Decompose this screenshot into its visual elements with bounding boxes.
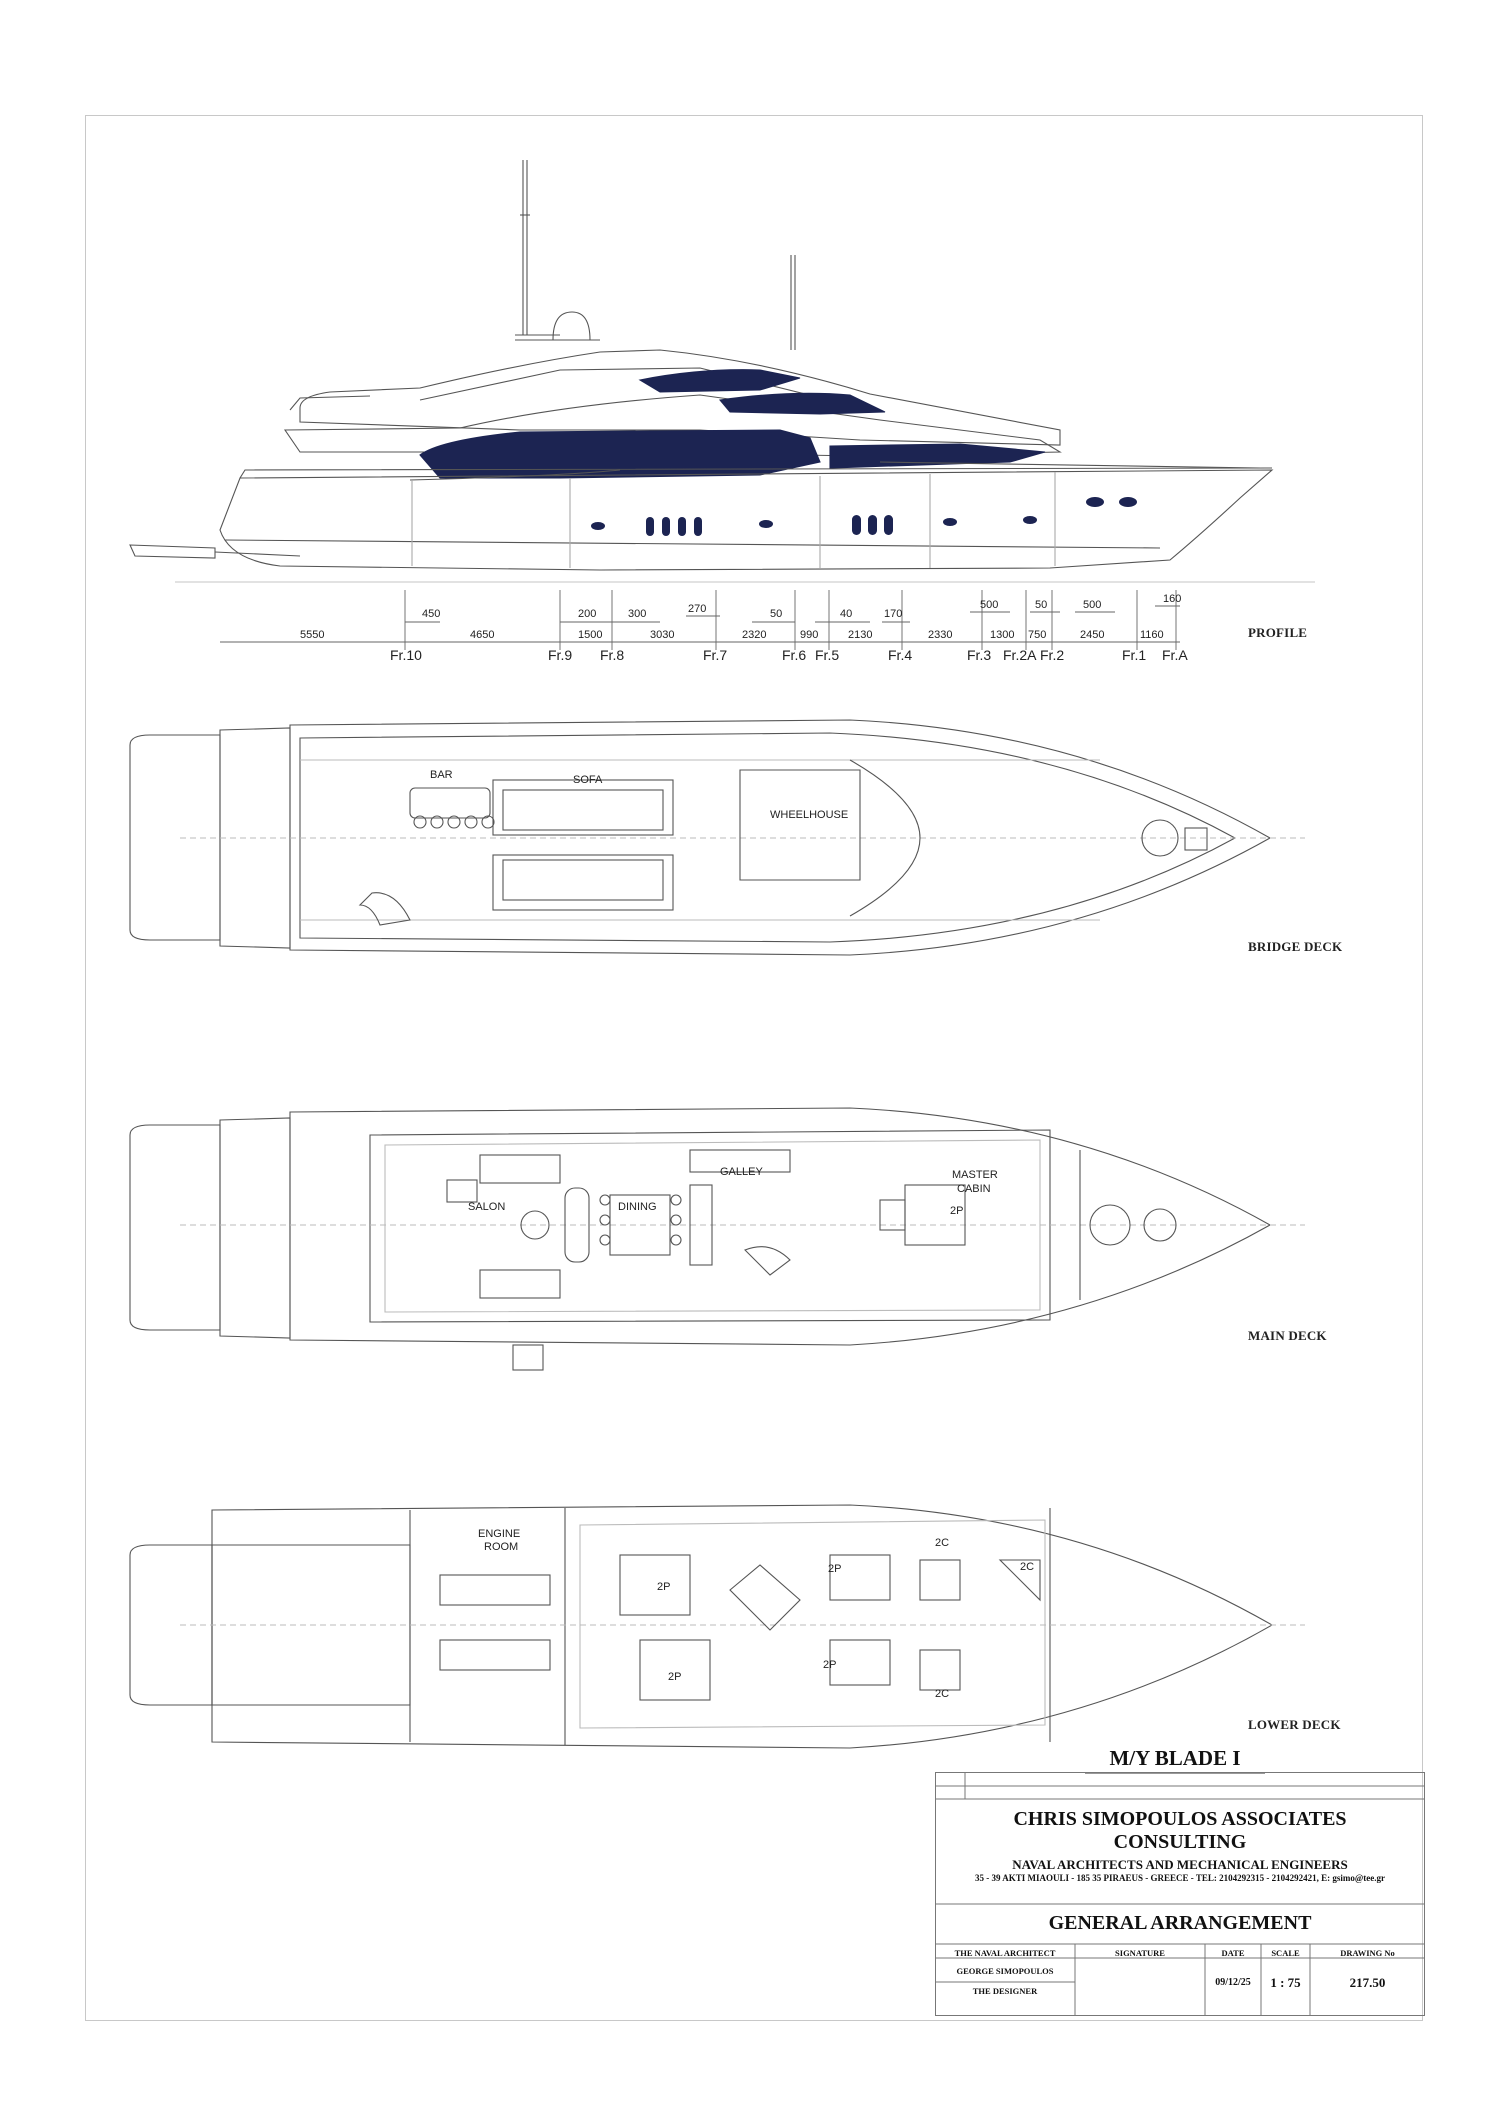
room-master-1: MASTER	[952, 1169, 998, 1181]
room-galley: GALLEY	[720, 1166, 763, 1178]
bridge-deck-view	[129, 719, 1305, 956]
room-cabin-g: 2C	[935, 1688, 949, 1700]
dim-lower-2: 1500	[578, 629, 602, 641]
view-label-profile: PROFILE	[1248, 625, 1308, 640]
profile-view	[129, 160, 1315, 583]
room-salon: SALON	[468, 1201, 505, 1213]
room-cabin-d: 2P	[823, 1659, 836, 1671]
frame-label-0: Fr.10	[390, 647, 422, 663]
firm-name-line2: CONSULTING	[1113, 1831, 1247, 1853]
room-labels: BAR SOFA WHEELHOUSE SALON DINING GALLEY …	[430, 769, 1034, 1700]
room-engine-1: ENGINE	[478, 1528, 520, 1540]
frame-label-8: Fr.2A	[1003, 647, 1037, 663]
col-naval-architect: THE NAVAL ARCHITECT	[954, 1948, 1056, 1958]
dim-upper-0: 450	[422, 608, 440, 620]
dim-lower-7: 2330	[928, 629, 952, 641]
col-date: DATE	[1221, 1948, 1245, 1958]
firm-name-line3: NAVAL ARCHITECTS AND MECHANICAL ENGINEER…	[1012, 1857, 1348, 1872]
hardtop-glass	[638, 369, 801, 393]
room-master-2: CABIN	[957, 1183, 991, 1195]
room-sofa: SOFA	[573, 774, 603, 786]
dim-lower-11: 1160	[1140, 629, 1164, 641]
dim-upper-4: 50	[770, 608, 782, 620]
room-cabin-c: 2P	[828, 1563, 841, 1575]
room-dining: DINING	[618, 1201, 657, 1213]
room-engine-2: ROOM	[484, 1541, 518, 1553]
dim-upper-9: 500	[1083, 599, 1101, 611]
dim-lower-10: 2450	[1080, 629, 1104, 641]
room-cabin-a: 2P	[657, 1581, 670, 1593]
col-signature: SIGNATURE	[1115, 1948, 1165, 1958]
dim-upper-3: 270	[688, 603, 706, 615]
lower-deck-view	[129, 1504, 1305, 1749]
title-block-grid	[935, 1772, 1425, 2016]
dim-upper-2: 300	[628, 608, 646, 620]
frame-labels: Fr.10 Fr.9 Fr.8 Fr.7 Fr.6 Fr.5 Fr.4 Fr.3…	[390, 647, 1188, 663]
view-label-main-deck: MAIN DECK	[1248, 1328, 1327, 1343]
drawing-sheet-border	[85, 115, 1423, 2021]
dim-upper-1: 200	[578, 608, 596, 620]
room-cabin-b: 2P	[668, 1671, 681, 1683]
frame-label-1: Fr.9	[548, 647, 572, 663]
view-label-bridge-deck: BRIDGE DECK	[1248, 939, 1343, 954]
dim-lower-1: 4650	[470, 629, 494, 641]
dim-lower-9: 750	[1028, 629, 1046, 641]
room-cabin-f: 2C	[1020, 1561, 1034, 1573]
frame-label-7: Fr.3	[967, 647, 991, 663]
frame-label-5: Fr.5	[815, 647, 839, 663]
col-scale: SCALE	[1271, 1948, 1300, 1958]
dim-upper-8: 50	[1035, 599, 1047, 611]
firm-name-line1: CHRIS SIMOPOULOS ASSOCIATES	[1013, 1808, 1347, 1830]
dim-upper-7: 500	[980, 599, 998, 611]
architect-name: GEORGE SIMOPOULOS	[956, 1966, 1054, 1976]
dim-lower-5: 990	[800, 629, 818, 641]
scale-value: 1 : 75	[1270, 1975, 1301, 1990]
drawing-no-value: 217.50	[1349, 1975, 1386, 1990]
dim-lower-0: 5550	[300, 629, 324, 641]
dim-upper-5: 40	[840, 608, 852, 620]
dim-lower-4: 2320	[742, 629, 766, 641]
project-name: M/Y BLADE I	[1085, 1746, 1265, 1774]
room-wheelhouse: WHEELHOUSE	[770, 809, 848, 821]
flybridge-glass	[718, 392, 886, 415]
frame-label-3: Fr.7	[703, 647, 727, 663]
frame-label-6: Fr.4	[888, 647, 912, 663]
frame-label-2: Fr.8	[600, 647, 624, 663]
dim-upper-10: 160	[1163, 593, 1181, 605]
view-label-lower-deck: LOWER DECK	[1248, 1717, 1341, 1732]
drawing-title: GENERAL ARRANGEMENT	[1048, 1912, 1312, 1934]
dim-upper-6: 170	[884, 608, 902, 620]
frame-label-10: Fr.1	[1122, 647, 1146, 663]
dim-lower-6: 2130	[848, 629, 872, 641]
profile-dimension-lines	[220, 590, 1180, 650]
firm-address: 35 - 39 AKTI MIAOULI - 185 35 PIRAEUS - …	[975, 1873, 1385, 1883]
dim-lower-8: 1300	[990, 629, 1014, 641]
date-value: 09/12/25	[1215, 1977, 1251, 1988]
designer-label: THE DESIGNER	[972, 1986, 1038, 1996]
main-deck-view	[129, 1107, 1305, 1371]
room-master-berth: 2P	[950, 1205, 963, 1217]
room-bar: BAR	[430, 769, 453, 781]
title-block: CHRIS SIMOPOULOS ASSOCIATES CONSULTING N…	[935, 1772, 1425, 2016]
main-deck-glass	[419, 429, 821, 479]
frame-label-11: Fr.A	[1162, 647, 1188, 663]
frame-label-9: Fr.2	[1040, 647, 1064, 663]
col-drawing-no: DRAWING No	[1340, 1948, 1395, 1958]
frame-label-4: Fr.6	[782, 647, 806, 663]
room-cabin-e: 2C	[935, 1537, 949, 1549]
dim-lower-3: 3030	[650, 629, 674, 641]
profile-dimensions: 450 200 300 270 50 40 170 500 50 500 160…	[300, 593, 1181, 641]
